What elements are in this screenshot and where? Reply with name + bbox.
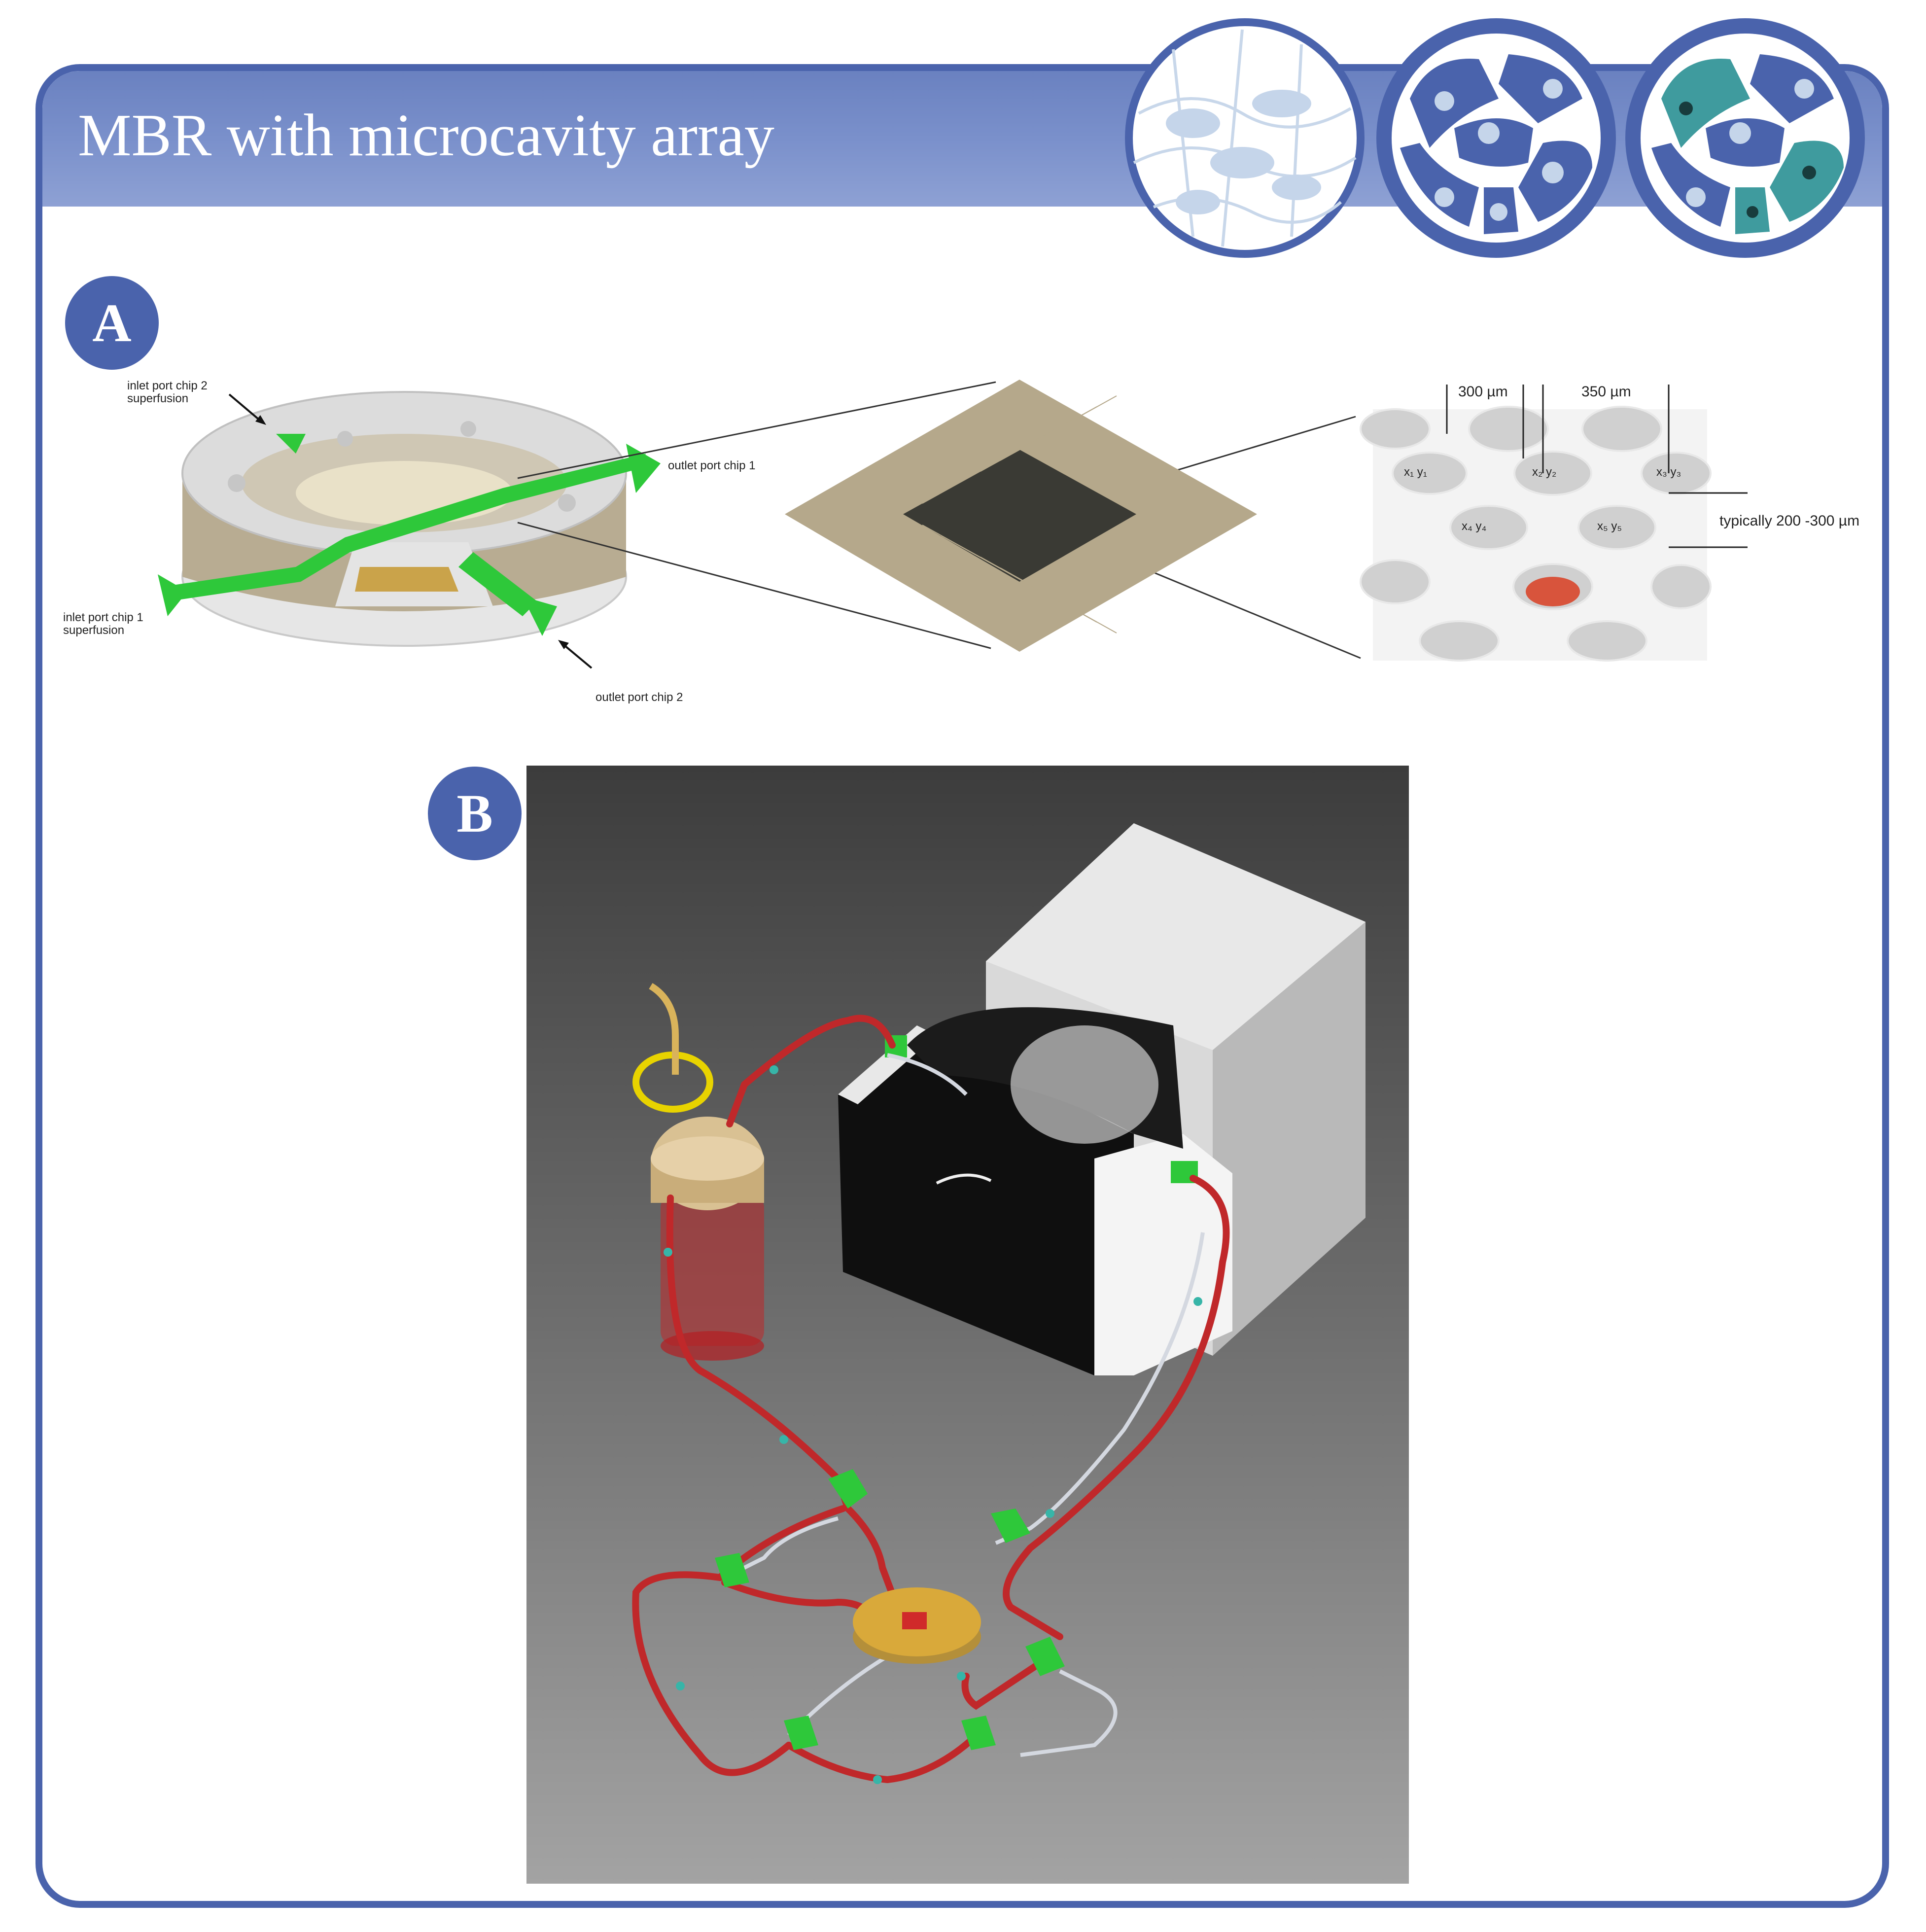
- red-tubing: [632, 1015, 1230, 1784]
- cavity-label-3: x₃ y₃: [1656, 465, 1681, 479]
- label-dim-300: 300 µm: [1458, 384, 1508, 400]
- label-inlet-chip1: inlet port chip 1 superfusion: [63, 611, 143, 637]
- label-dim-350: 350 µm: [1581, 384, 1631, 400]
- chip-substrate: [785, 380, 1257, 652]
- microcavity-array-render: [1360, 385, 1748, 662]
- cavity-label-2: x₂ y₂: [1532, 465, 1557, 479]
- central-bioreactor: [853, 1587, 981, 1664]
- green-connectors: [715, 1469, 1065, 1750]
- bioreactor-cutaway-illustration: [158, 391, 661, 647]
- label-inlet-chip2-line1: inlet port chip 2: [127, 379, 208, 392]
- label-inlet-chip2-line2: superfusion: [127, 392, 189, 405]
- media-bottle: [632, 983, 764, 1361]
- label-outlet-chip2: outlet port chip 2: [595, 691, 683, 704]
- label-inlet-chip2: inlet port chip 2 superfusion: [127, 380, 208, 405]
- label-typically: typically 200 -300 µm: [1719, 513, 1860, 529]
- label-inlet-chip1-line2: superfusion: [63, 624, 125, 637]
- label-inlet-chip1-line1: inlet port chip 1: [63, 611, 143, 624]
- cavity-label-1: x₁ y₁: [1404, 465, 1427, 479]
- cavity-label-5: x₅ y₅: [1597, 520, 1622, 533]
- panel-b-badge: B: [428, 767, 522, 860]
- label-outlet-chip1: outlet port chip 1: [668, 459, 756, 472]
- panel-a-badge: A: [65, 276, 159, 370]
- figure-title: MBR with microcavity array: [78, 102, 774, 169]
- teal-clips: [664, 1065, 1202, 1784]
- peristaltic-pump: [838, 1007, 1232, 1375]
- cavity-label-4: x₄ y₄: [1462, 520, 1487, 533]
